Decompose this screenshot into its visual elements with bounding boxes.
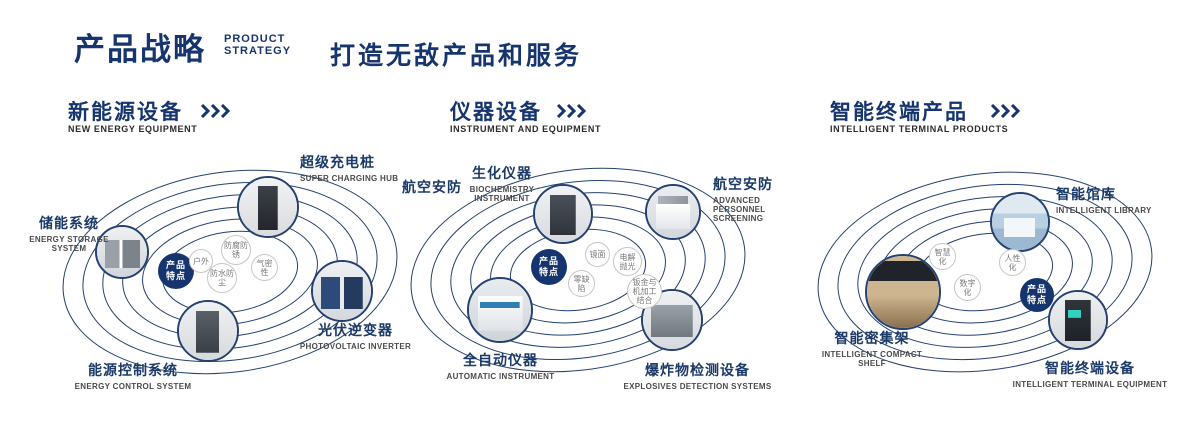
item-name-en: INTELLIGENT LIBRARY — [1056, 206, 1152, 215]
item-name-en: SUPER CHARGING HUB — [300, 174, 399, 183]
feature-bubble: 防腐防锈 — [221, 235, 251, 265]
item-name: 爆炸物检测设备 — [645, 362, 750, 378]
item-name-en: ENERGY CONTROL SYSTEM — [74, 382, 192, 391]
product-features-badge: 产品 特点 — [531, 249, 567, 285]
page-title-en-line2: STRATEGY — [224, 45, 292, 57]
badge-line1: 产品 — [1026, 284, 1047, 294]
energy-storage-node — [95, 225, 149, 279]
item-name: 能源控制系统 — [88, 362, 178, 378]
energy-control-node — [177, 300, 239, 362]
photovoltaic-inverter-node — [311, 260, 373, 322]
item-name-en: PHOTOVOLTAIC INVERTER — [299, 342, 412, 351]
item-name: 航空安防 — [713, 176, 773, 192]
energy-control-photo — [179, 302, 237, 360]
product-features-badge: 产品 特点 — [158, 253, 194, 289]
item-name: 超级充电桩 — [300, 154, 375, 170]
item-name-en: ADVANCED PERSONNEL SCREENING — [713, 196, 766, 223]
personnel-screening-label: 航空安防 ADVANCED PERSONNEL SCREENING — [713, 174, 813, 223]
product-features-badge: 产品 特点 — [1020, 278, 1054, 312]
feature-bubble: 智慧化 — [929, 243, 956, 270]
page-title: 产品战略 — [74, 32, 206, 67]
badge-line1: 产品 — [538, 256, 559, 266]
photovoltaic-inverter-photo — [313, 262, 371, 320]
feature-bubble: 钣金与机加工结合 — [627, 274, 662, 309]
section-title-new-energy: 新能源设备 — [68, 101, 183, 124]
intelligent-library-photo — [992, 194, 1048, 250]
super-charging-hub-label: 超级充电桩 SUPER CHARGING HUB — [300, 152, 420, 183]
feature-bubble: 防水防尘 — [207, 263, 237, 293]
item-name: 生化仪器 — [472, 165, 532, 181]
section-title-intelligent: 智能终端产品 — [830, 101, 968, 124]
page-title-en-line1: PRODUCT — [224, 33, 286, 45]
terminal-equipment-label: 智能终端设备 INTELLIGENT TERMINAL EQUIPMENT — [1010, 358, 1170, 389]
compact-shelf-label: 智能密集架 INTELLIGENT COMPACT SHELF — [812, 328, 932, 368]
section-subtitle-intelligent: INTELLIGENT TERMINAL PRODUCTS — [830, 124, 1009, 134]
badge-line1: 产品 — [165, 260, 186, 270]
biochemistry-instrument-node — [533, 184, 593, 244]
energy-storage-photo — [97, 227, 147, 277]
item-name: 全自动仪器 — [463, 352, 538, 368]
compact-shelf-node — [865, 254, 941, 330]
item-name: 智能终端设备 — [1045, 360, 1135, 376]
personnel-screening-node — [645, 184, 701, 240]
item-name-en: INTELLIGENT COMPACT SHELF — [821, 350, 923, 368]
energy-control-label: 能源控制系统 ENERGY CONTROL SYSTEM — [58, 360, 208, 391]
super-charging-hub-node — [237, 176, 299, 238]
terminal-equipment-photo — [1050, 292, 1106, 348]
section-subtitle-instrument: INSTRUMENT AND EQUIPMENT — [450, 124, 602, 134]
intelligent-library-node — [990, 192, 1050, 252]
orbit-rings — [62, 169, 398, 375]
item-name-en: ENERGY STORAGE SYSTEM — [29, 235, 109, 253]
feature-bubble: 镜面 — [585, 242, 610, 267]
item-name-en: EXPLOSIVES DETECTION SYSTEMS — [623, 382, 772, 391]
triple-chevron-icon — [990, 104, 1021, 118]
badge-line2: 特点 — [165, 271, 186, 281]
item-name-en: INTELLIGENT TERMINAL EQUIPMENT — [1012, 380, 1168, 389]
biochemistry-instrument-label: 生化仪器 BIOCHEMISTRY INSTRUMENT — [452, 163, 552, 203]
item-name: 智能馆库 — [1056, 186, 1116, 202]
personnel-screening-photo — [647, 186, 699, 238]
slogan-text: 打造无敌产品和服务 — [330, 42, 583, 70]
compact-shelf-photo — [867, 256, 939, 328]
biochemistry-instrument-photo — [535, 186, 591, 242]
feature-bubble: 气密性 — [251, 254, 278, 281]
triple-chevron-icon — [200, 104, 231, 118]
badge-line2: 特点 — [1026, 295, 1047, 305]
super-charging-hub-photo — [239, 178, 297, 236]
item-name: 智能密集架 — [834, 330, 910, 346]
feature-bubble: 人性化 — [999, 249, 1026, 276]
item-name: 储能系统 — [39, 215, 99, 231]
feature-bubble: 电解抛光 — [613, 247, 642, 276]
energy-storage-label: 储能系统 ENERGY STORAGE SYSTEM — [24, 213, 114, 253]
explosives-detection-label: 爆炸物检测设备 EXPLOSIVES DETECTION SYSTEMS — [620, 360, 775, 391]
triple-chevron-icon — [556, 104, 587, 118]
item-name: 光伏逆变器 — [318, 322, 393, 338]
automatic-instrument-photo — [469, 279, 531, 341]
terminal-equipment-node — [1048, 290, 1108, 350]
intelligent-library-label: 智能馆库 INTELLIGENT LIBRARY — [1056, 184, 1166, 215]
item-name-en: AUTOMATIC INSTRUMENT — [446, 372, 555, 381]
aviation-security-side-label: 航空安防 — [402, 179, 462, 195]
section-title-instrument: 仪器设备 — [450, 101, 542, 124]
feature-bubble: 数字化 — [954, 274, 981, 301]
page-title-en: PRODUCT STRATEGY — [224, 33, 291, 57]
badge-line2: 特点 — [538, 267, 559, 277]
automatic-instrument-node — [467, 277, 533, 343]
photovoltaic-inverter-label: 光伏逆变器 PHOTOVOLTAIC INVERTER — [293, 320, 418, 351]
section-subtitle-new-energy: NEW ENERGY EQUIPMENT — [68, 124, 198, 134]
feature-bubble: 零缺陷 — [568, 270, 595, 297]
automatic-instrument-label: 全自动仪器 AUTOMATIC INSTRUMENT — [428, 350, 573, 381]
item-name-en: BIOCHEMISTRY INSTRUMENT — [469, 185, 535, 203]
